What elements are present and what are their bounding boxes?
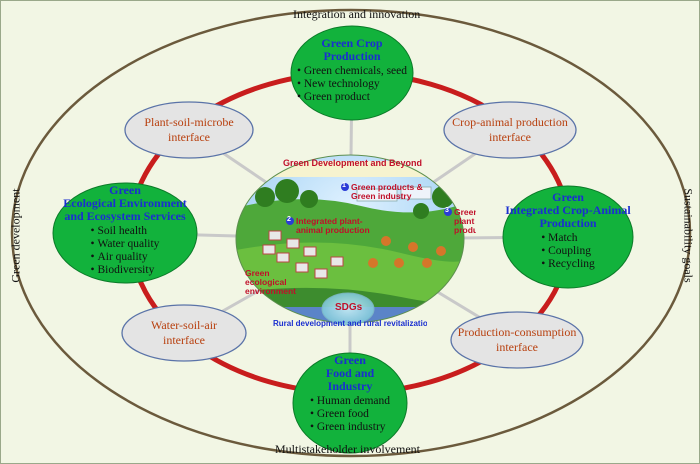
sdgs-label: SDGs: [335, 302, 363, 313]
outer-ellipse: [10, 8, 692, 458]
list-item: Human demand: [310, 395, 390, 408]
sdgs-bubble: [321, 292, 375, 326]
interface-water-soil-air: Water-soil-air interface: [150, 318, 218, 347]
node-items: Match Coupling Recycling: [541, 232, 595, 271]
list-item: Biodiversity: [91, 264, 160, 277]
node-items: Green chemicals, seed New technology Gre…: [297, 65, 407, 104]
label-integrated-production: Integrated plant-animal production: [296, 216, 370, 235]
list-item: Green product: [297, 91, 407, 104]
node-title: Green Integrated Crop-Animal Production: [505, 190, 631, 230]
interface-plant-soil-microbe: Plant-soil-microbe interface: [144, 115, 234, 144]
list-item: Soil health: [91, 225, 160, 238]
badges: [286, 183, 452, 225]
interface-crop-animal-production: Crop-animal production interface: [452, 115, 568, 144]
water-soil-air-interface-ellipse: [121, 304, 247, 362]
node-items: Soil health Water quality Air quality Bi…: [91, 225, 160, 277]
outer-label-bottom: Multistakeholder involvement: [275, 442, 420, 456]
list-item: Match: [541, 232, 595, 245]
bottom-banner: Rural development and rural revitalizati…: [273, 319, 427, 328]
outer-label-right: Sustainability goals: [681, 188, 696, 283]
label-green-plant-production: Green plant production: [454, 208, 476, 235]
list-item: New technology: [297, 78, 407, 91]
list-item: Green chemicals, seed: [297, 65, 407, 78]
plant-soil-interface-ellipse: [124, 101, 254, 159]
list-item: Green food: [310, 408, 390, 421]
label-green-products: Green products & Green industry: [351, 182, 423, 201]
center-banner: Green Development and Beyond: [283, 158, 423, 168]
node-items: Human demand Green food Green industry: [310, 395, 390, 434]
badge-3: 3: [445, 207, 449, 214]
list-item: Recycling: [541, 258, 595, 271]
node-green-food-industry: Green Food and Industry Human demand Gre…: [297, 354, 403, 435]
list-item: Coupling: [541, 245, 595, 258]
node-title: Green Crop Production: [321, 36, 383, 63]
list-item: Air quality: [91, 251, 160, 264]
outer-label-top: Integration and innovation: [293, 7, 421, 21]
node-title: Green Ecological Environment and Ecosyst…: [63, 183, 187, 223]
badge-1: 1: [342, 182, 346, 189]
label-green-ecological-environment: Green ecological environment: [245, 268, 297, 296]
node-green-ecology: Green Ecological Environment and Ecosyst…: [55, 184, 195, 278]
badge-2: 2: [287, 216, 291, 223]
outer-label-left: Green development: [8, 188, 23, 283]
node-green-crop-animal: Green Integrated Crop-Animal Production …: [504, 191, 632, 272]
production-consumption-interface-ellipse: [450, 311, 584, 369]
crop-animal-interface-ellipse: [443, 101, 577, 159]
node-title: Green Food and Industry: [325, 353, 375, 393]
list-item: Water quality: [91, 238, 159, 251]
interface-production-consumption: Production-consumption interface: [457, 325, 577, 354]
node-green-crop-production: Green Crop Production Green chemicals, s…: [296, 37, 408, 105]
list-item: Green industry: [310, 421, 390, 434]
